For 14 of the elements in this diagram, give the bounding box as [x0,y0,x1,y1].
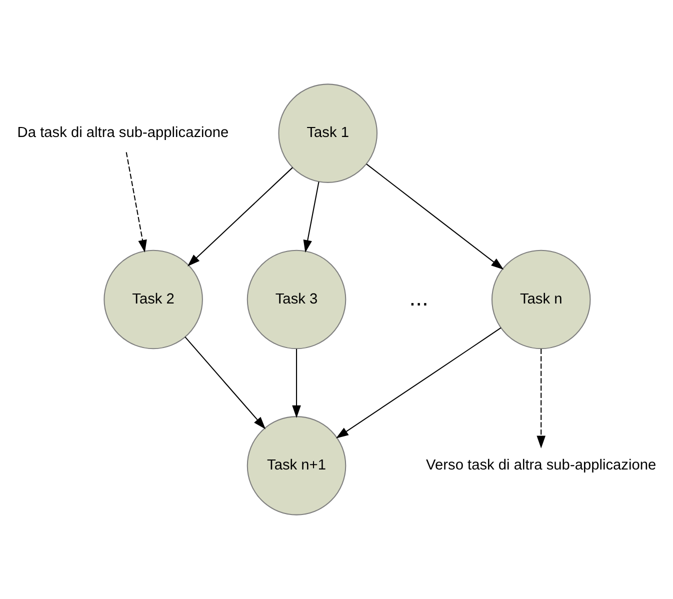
arrow [126,152,147,253]
node-circle: Task 1 [278,84,378,183]
arrow [184,336,266,430]
label: ... [409,284,428,310]
node-circle: Task 3 [246,250,346,350]
node-text: Verso task di altra sub-applicazione [426,458,656,474]
arrow [536,348,546,448]
arrow [366,164,504,270]
node-text: Da task di altra sub-applicazione [17,125,229,142]
arrow [303,182,320,253]
node-circle: Task 2 [104,250,203,350]
arrow [336,327,502,438]
arrow [187,167,293,266]
arrow [292,348,301,418]
